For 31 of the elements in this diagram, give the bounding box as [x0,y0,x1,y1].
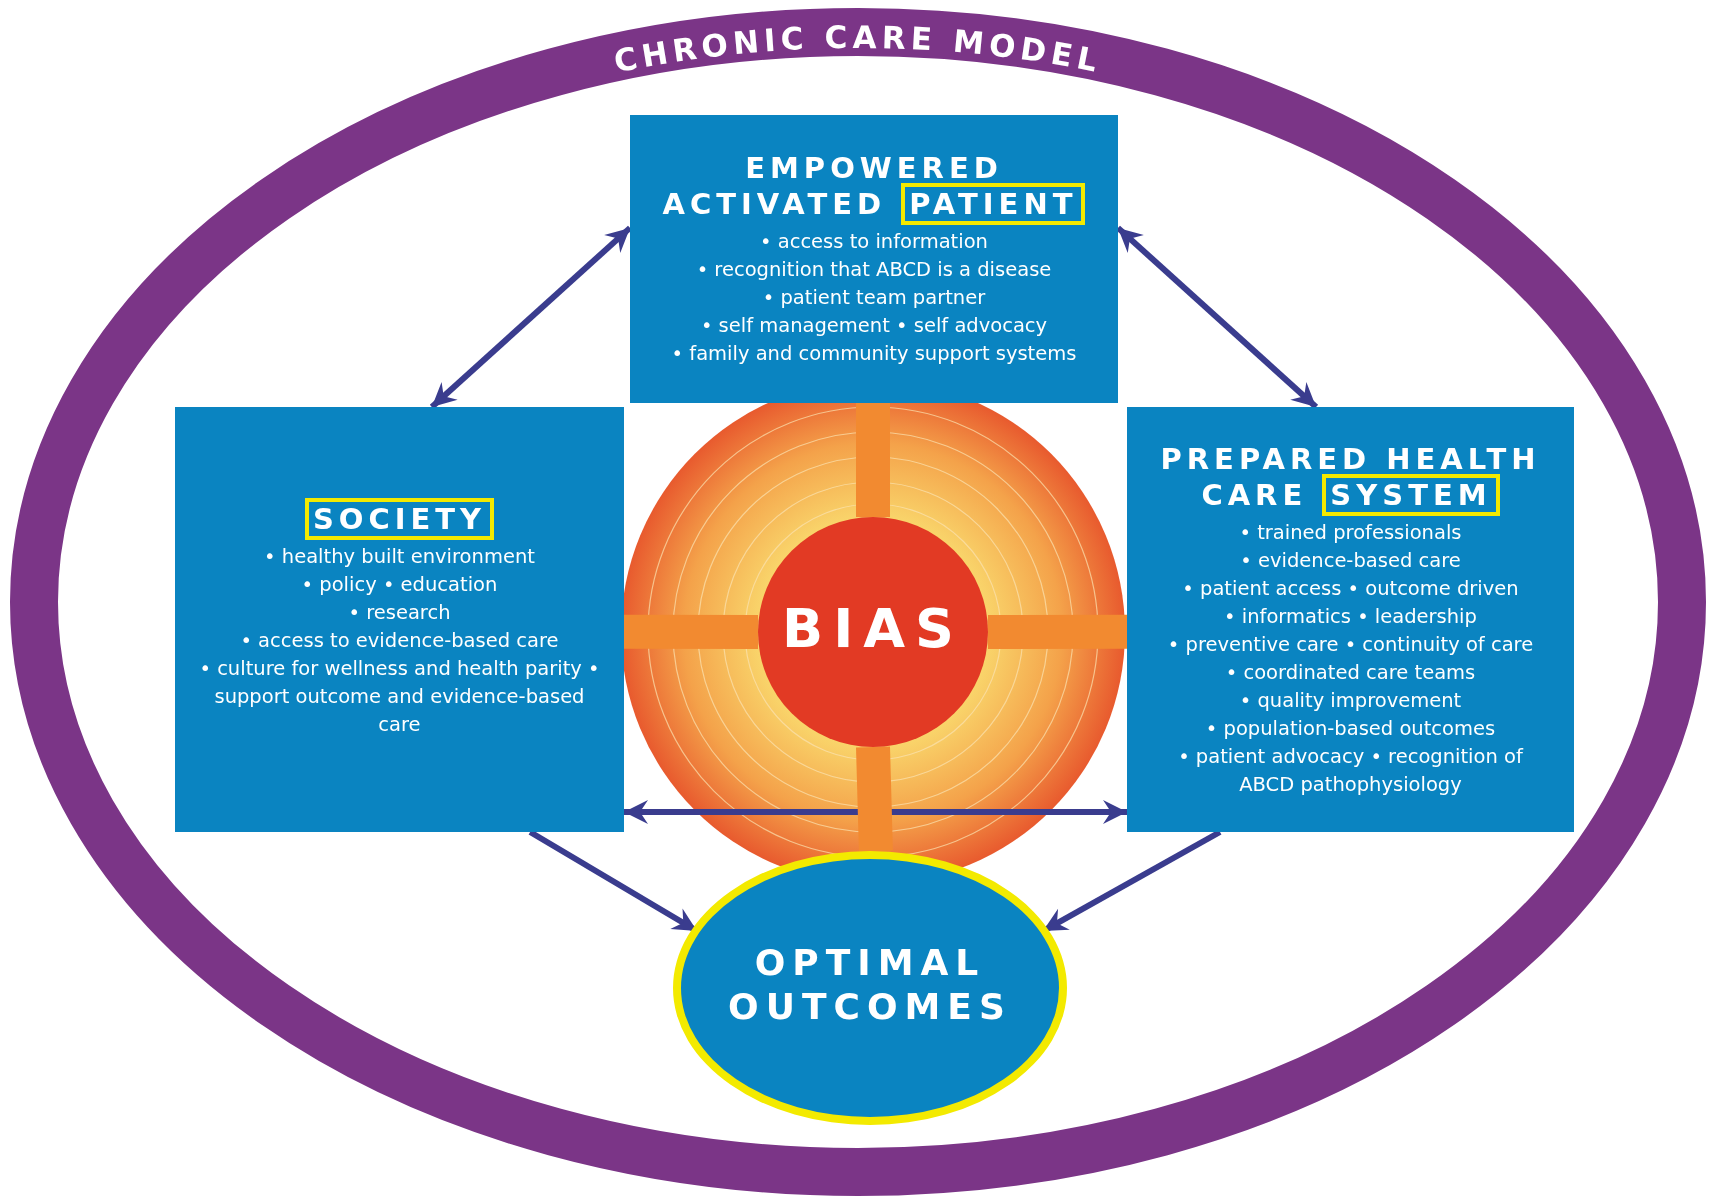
model-ring [8,6,1708,1198]
bullet-text: • patient advocacy • recognition of ABCD pathophysiology [1177,743,1525,798]
bullet-text: • informatics • leadership [1224,603,1477,630]
heading: OPTIMAL OUTCOMES [727,941,1013,1029]
bullet-text: • evidence-based care [1240,547,1461,574]
text-panel [175,407,624,832]
heading: BIAS [782,599,964,659]
heading: EMPOWERED ACTIVATED PATIENT [652,150,1096,222]
bullet-text: • policy • education [301,571,498,598]
bullet-text: • self management • self advocacy [700,313,1048,339]
bullet-text: • patient access • outcome driven [1182,575,1519,602]
bullet-text: • access to information [760,229,988,255]
bullet-text: • culture for wellness and health parity • support outcome and evidence-based care [198,655,601,738]
heading: SOCIETY [304,500,495,537]
bullet-text: • population-based outcomes [1205,715,1496,742]
arrow [429,225,632,410]
text-panel [1127,407,1574,832]
bullet-text: • quality improvement [1239,687,1462,714]
ring-title: CHRONIC CARE MODEL [610,18,1106,80]
text-panel [630,115,1118,403]
bullet-text: • patient team partner [762,285,986,311]
arrow [624,800,1127,825]
bullet-text: • access to evidence-based care [240,627,559,654]
heading: PREPARED HEALTH CARE SYSTEM [1149,440,1552,513]
bullet-text: • family and community support systems [671,341,1077,367]
bullet-text: • preventive care • continuity of care [1167,631,1534,658]
bullet-text: • coordinated care teams [1225,659,1476,686]
bullet-text: • recognition that ABCD is a disease [696,257,1052,283]
bullet-text: • trained professionals [1239,519,1462,546]
bullet-text: • research [348,599,451,626]
bullet-text: • healthy built environment [264,543,535,570]
